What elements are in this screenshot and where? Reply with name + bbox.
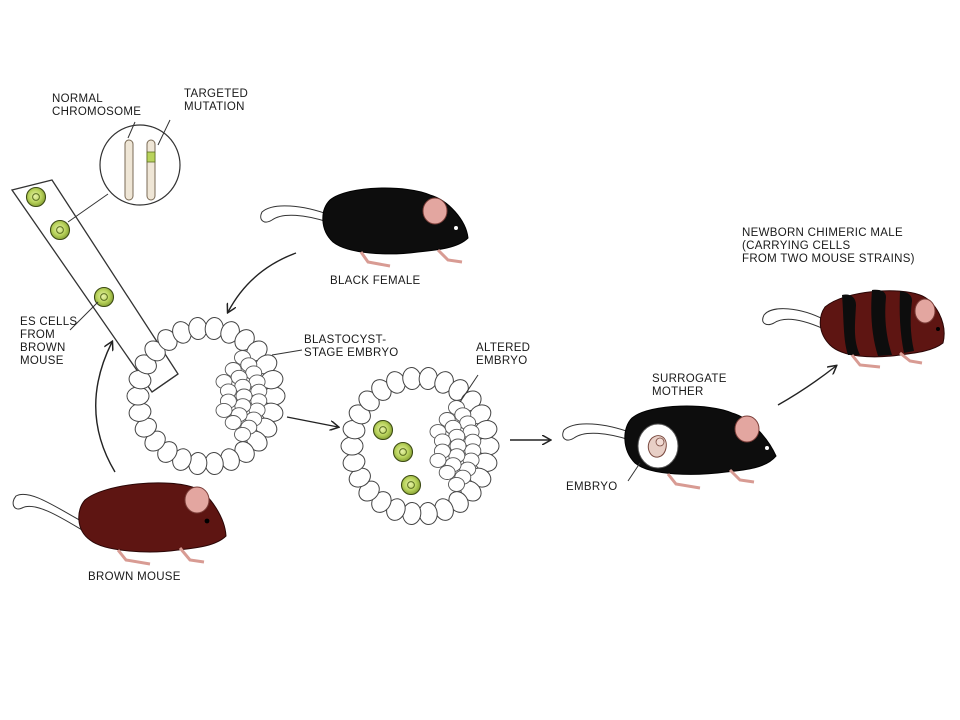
mutated-chromosome-icon — [146, 139, 156, 201]
blastocyst-pointer — [271, 349, 303, 356]
altered-embryo — [340, 367, 500, 525]
injected-es-cell — [392, 441, 414, 463]
inner-cell-mass-cell — [429, 452, 447, 468]
arrow-surrogate-to-newborn — [777, 366, 836, 406]
trophoblast-cell — [340, 436, 364, 456]
black-female-label: BLACK FEMALE — [330, 275, 421, 287]
brown-mouse — [12, 482, 227, 566]
newborn-chimeric-label: NEWBORN CHIMERIC MALE (CARRYING CELLS FR… — [742, 227, 915, 265]
es-cell — [49, 219, 71, 241]
targeted-mutation-label: TARGETED MUTATION — [184, 88, 249, 113]
normal-chromosome-label: NORMAL CHROMOSOME — [52, 93, 142, 118]
altered-embryo-label: ALTERED EMBRYO — [476, 342, 531, 367]
embryo-label: EMBRYO — [566, 481, 618, 493]
chimeric-male-mouse — [762, 289, 945, 369]
es-cell — [25, 186, 47, 208]
trophoblast-cell — [126, 386, 150, 406]
injected-es-cell — [400, 474, 422, 496]
inner-cell-mass-cell — [224, 415, 242, 430]
injected-es-cell — [372, 419, 394, 441]
pipette — [10, 179, 179, 393]
blastocyst-label: BLASTOCYST- STAGE EMBRYO — [304, 334, 399, 359]
normal-chromosome-icon — [124, 139, 134, 201]
arrow-brown-to-es-cells — [95, 342, 116, 473]
arrow-female-to-blastocyst — [228, 252, 297, 312]
surrogate-mother-mouse — [562, 405, 777, 490]
altered-embryo-pointer — [459, 374, 479, 403]
es-cells-pointer — [69, 301, 99, 331]
arrow-blastocyst-to-altered — [286, 416, 338, 427]
blastocyst-embryo — [126, 317, 286, 475]
brown-mouse-label: BROWN MOUSE — [88, 571, 181, 583]
inner-cell-mass-cell — [438, 465, 456, 480]
chromosome-magnifier — [67, 119, 181, 223]
inner-cell-mass-cell — [215, 402, 233, 418]
inner-cell-mass-cell — [448, 476, 465, 492]
black-female-mouse — [260, 187, 469, 268]
inner-cell-mass-cell — [234, 426, 251, 442]
surrogate-mother-label: SURROGATE MOTHER — [652, 373, 727, 398]
es-cell — [93, 286, 115, 308]
es-cells-label: ES CELLS FROM BROWN MOUSE — [20, 316, 78, 367]
embryo-in-womb — [637, 423, 679, 469]
